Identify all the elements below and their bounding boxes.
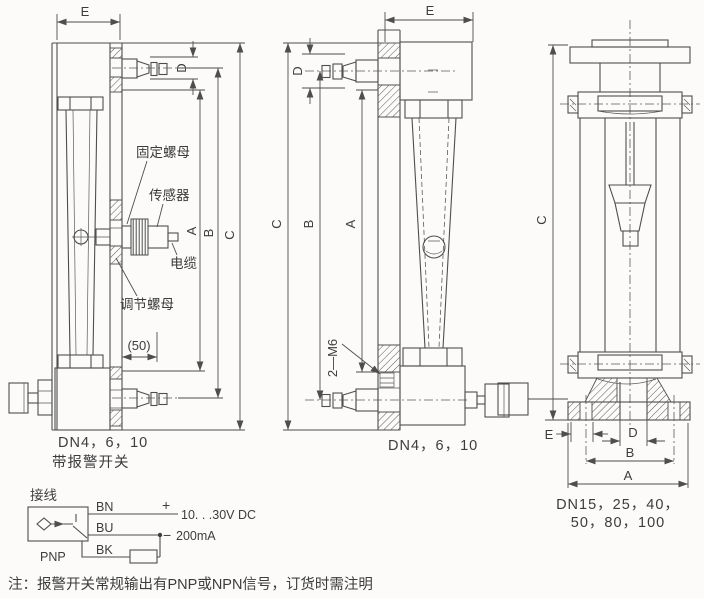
label-cable: 电缆 xyxy=(170,256,197,271)
needle-valve xyxy=(8,379,53,416)
dim-label-d-3: D xyxy=(628,425,637,440)
dim-label-a-1: A xyxy=(184,226,199,235)
label-sensor: 传感器 xyxy=(149,187,190,203)
caption-drawing2-size: DN4，6，10 xyxy=(388,438,478,454)
bottom-hose-barb-2 xyxy=(305,388,470,412)
wire-label-bu: BU xyxy=(96,521,113,535)
valve-knob-2 xyxy=(464,383,510,418)
dim-label-50: (50) xyxy=(127,338,150,353)
dim-label-b-2: B xyxy=(301,220,316,229)
minus-sign: − xyxy=(163,527,171,543)
wiring-diagram: 接线 PNP BN + 10. . .30V DC BU − 200mA BK xyxy=(27,487,256,564)
dim-label-c-2: C xyxy=(269,219,284,228)
wire-label-bn: BN xyxy=(96,500,113,514)
top-hose-barb-2 xyxy=(305,59,455,83)
alarm-sensor-assembly xyxy=(95,218,179,256)
dim-label-c-3: C xyxy=(534,215,549,224)
float-indicator xyxy=(72,228,110,246)
wiring-title: 接线 xyxy=(30,487,57,503)
flowmeter-panel-view: E D A B C (50) 固定螺母 传感器 电缆 调节螺母 DN4，6，10… xyxy=(8,4,245,471)
supply-voltage-label: 10. . .30V DC xyxy=(181,508,256,522)
load-current-label: 200mA xyxy=(176,529,216,543)
flowmeter-compact-view: E D C B A 2—M6 DN4，6，10 xyxy=(269,3,510,454)
sensor-body-shape xyxy=(147,225,169,249)
flowmeter-flanged-view: C E D B A DN15，25，40， 50，80，100 xyxy=(497,20,700,531)
label-thread-2m6: 2—M6 xyxy=(325,339,340,377)
dim-label-a-2: A xyxy=(343,219,358,228)
label-fixing-nut: 固定螺母 xyxy=(136,145,190,160)
caption-drawing3-line2: 50，80，100 xyxy=(571,515,665,531)
reed-switch-symbol xyxy=(36,514,88,539)
dim-label-c-1: C xyxy=(222,230,237,239)
dim-label-b-3: B xyxy=(626,445,635,460)
junction-box-shape xyxy=(497,382,529,416)
bottom-hose-barb xyxy=(112,388,180,409)
dim-label-b-1: B xyxy=(201,229,216,238)
caption-drawing1-size: DN4，6，10 xyxy=(58,435,148,451)
caption-drawing1-alarm: 带报警开关 xyxy=(52,454,130,471)
hatch-panel-1 xyxy=(109,47,123,59)
float-cone xyxy=(608,184,652,247)
float-ball xyxy=(422,235,446,259)
switch-box-shape xyxy=(27,506,89,542)
footnote: 注：报警开关常规输出有PNP或NPN信号，订货时需注明 xyxy=(8,576,373,593)
switch-type-label: PNP xyxy=(40,550,66,564)
plus-sign: + xyxy=(162,497,170,513)
dim-label-e-2: E xyxy=(426,3,435,18)
top-hose-barb xyxy=(112,58,180,79)
dim-label-e-3: E xyxy=(545,427,554,442)
cable-stub-shape xyxy=(167,232,179,242)
m6-hole-shape xyxy=(379,372,395,388)
dim-label-d-2: D xyxy=(290,66,305,75)
resistor-shape xyxy=(129,549,158,564)
caption-drawing3-line1: DN15，25，40， xyxy=(556,497,680,513)
wire-label-bk: BK xyxy=(96,543,113,557)
dim-label-a-3: A xyxy=(624,468,633,483)
dim-label-e-1: E xyxy=(81,4,90,19)
adjusting-nut-shape xyxy=(130,218,149,256)
label-adjusting-nut: 调节螺母 xyxy=(120,297,174,312)
